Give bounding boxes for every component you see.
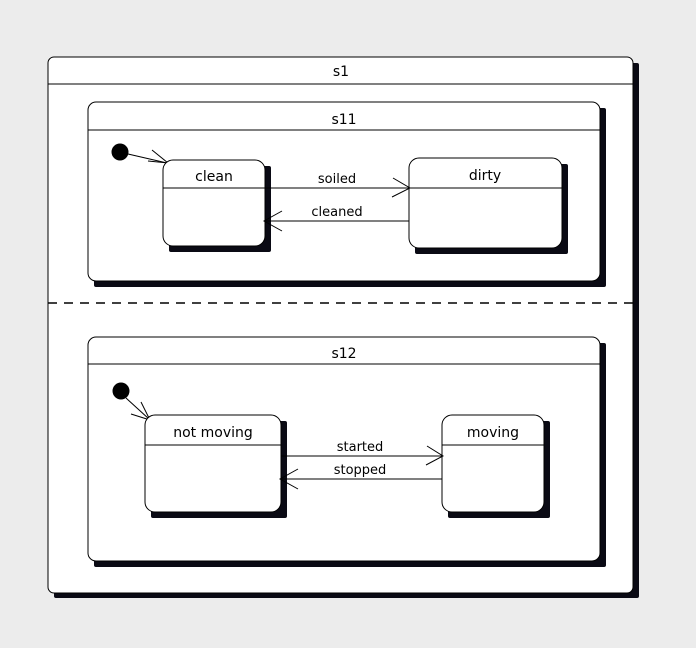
s11-initial-transition-line — [127, 153, 168, 164]
transition-started[interactable]: started — [281, 440, 445, 466]
composite-state-s11[interactable]: s11 clean dirty — [87, 101, 606, 287]
transition-soiled-label: soiled — [318, 172, 356, 187]
state-moving-label: moving — [467, 425, 519, 441]
transition-started-arrowhead — [425, 445, 445, 466]
state-not-moving[interactable]: not moving — [144, 414, 287, 518]
s12-title: s12 — [331, 346, 356, 362]
transition-cleaned[interactable]: cleaned — [262, 205, 409, 232]
transition-cleaned-label: cleaned — [311, 205, 362, 220]
state-moving-fill — [442, 415, 544, 512]
s12-border — [87, 336, 601, 562]
transition-stopped-label: stopped — [334, 463, 387, 478]
s11-title: s11 — [331, 112, 356, 128]
s1-border — [47, 56, 634, 594]
transition-stopped-arrowhead — [278, 468, 299, 490]
state-clean-border — [162, 159, 266, 247]
transition-cleaned-arrowhead — [262, 210, 283, 232]
state-clean-label: clean — [195, 169, 233, 185]
s11-initial-pseudostate-icon[interactable] — [111, 143, 129, 161]
transition-soiled[interactable]: soiled — [265, 172, 412, 198]
transition-stopped[interactable]: stopped — [278, 463, 442, 490]
transition-started-label: started — [337, 440, 384, 455]
s12-initial-pseudostate-icon[interactable] — [112, 382, 130, 400]
state-not-moving-fill — [145, 415, 281, 512]
state-dirty[interactable]: dirty — [408, 157, 568, 254]
state-moving-border — [441, 414, 545, 513]
state-not-moving-border — [144, 414, 282, 513]
composite-state-s12[interactable]: s12 not moving moving — [87, 336, 606, 567]
state-moving[interactable]: moving — [441, 414, 550, 518]
state-clean[interactable]: clean — [162, 159, 271, 252]
state-not-moving-label: not moving — [173, 425, 253, 441]
transition-soiled-arrowhead — [391, 177, 412, 198]
state-dirty-fill — [409, 158, 562, 248]
state-dirty-label: dirty — [469, 168, 501, 184]
s1-title: s1 — [333, 64, 349, 80]
s12-initial-transition-line — [125, 397, 150, 420]
state-clean-fill — [163, 160, 265, 246]
s11-border — [87, 101, 601, 282]
state-dirty-border — [408, 157, 563, 249]
